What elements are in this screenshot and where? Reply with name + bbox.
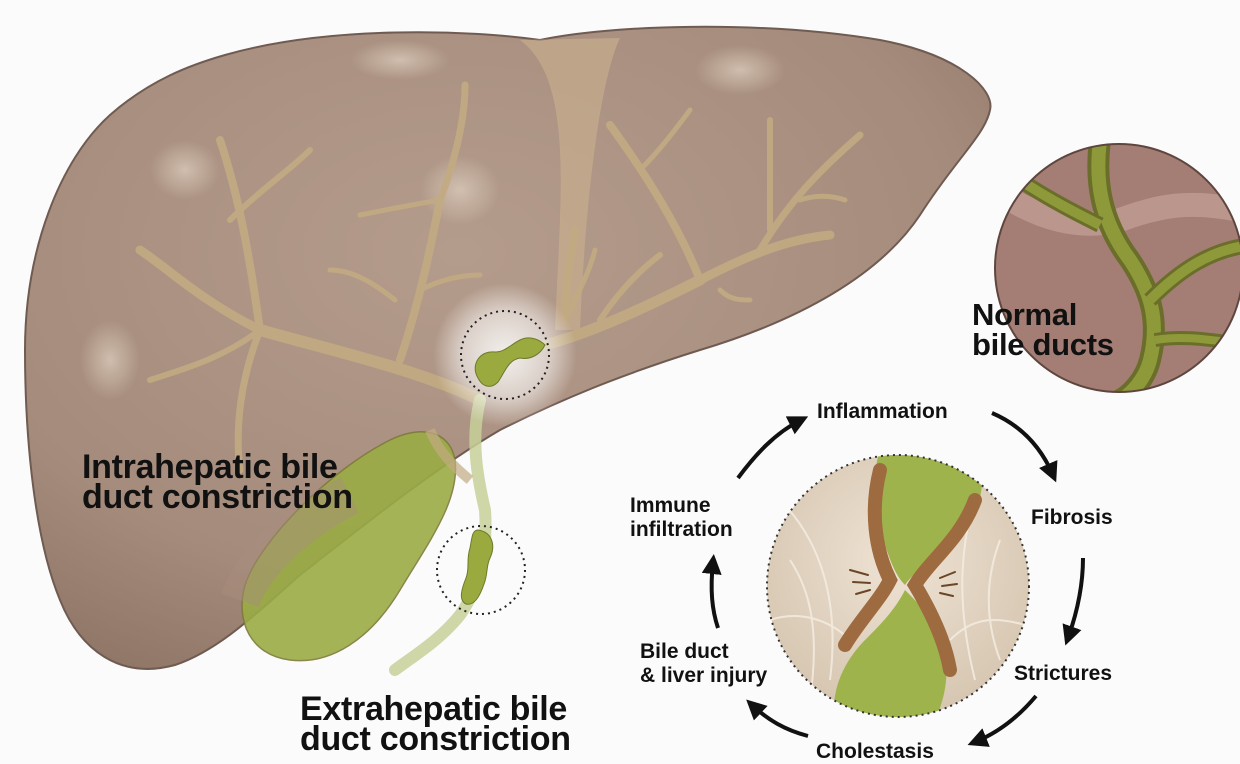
stricture-inset: [767, 443, 1029, 720]
arrow-injury-to-immune: [712, 562, 718, 628]
arrow-inflammation-to-fibrosis: [992, 413, 1053, 475]
arrow-strictures-to-cholestasis: [975, 696, 1036, 742]
step-inflammation: Inflammation: [817, 400, 948, 424]
arrow-cholestasis-to-injury: [752, 705, 808, 736]
arrow-immune-to-inflammation: [738, 420, 801, 478]
intrahepatic-label: Intrahepatic bile duct constriction: [82, 452, 353, 512]
normal-bile-ducts-label: Normal bile ducts: [972, 300, 1114, 360]
step-fibrosis: Fibrosis: [1031, 506, 1113, 530]
arrow-fibrosis-to-strictures: [1068, 558, 1083, 638]
step-cholestasis: Cholestasis: [816, 740, 934, 764]
step-strictures: Strictures: [1014, 662, 1112, 686]
step-immune-infiltration: Immune infiltration: [630, 494, 733, 542]
extrahepatic-constriction-marker: [437, 526, 525, 614]
step-bile-duct-liver-injury: Bile duct & liver injury: [640, 640, 767, 688]
extrahepatic-label: Extrahepatic bile duct constriction: [300, 694, 571, 754]
intrahepatic-constriction-marker: [433, 283, 577, 427]
